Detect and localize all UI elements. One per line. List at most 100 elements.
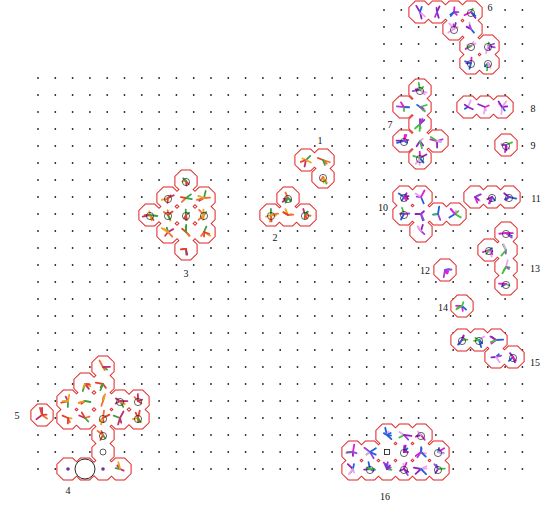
grid-dot — [72, 213, 74, 215]
glyph-stroke — [101, 401, 103, 406]
grid-dot — [452, 196, 454, 198]
grid-dot — [54, 162, 56, 164]
glyph-stroke — [387, 465, 390, 469]
glyph-stroke — [204, 191, 206, 198]
grid-dot — [383, 43, 385, 45]
grid-dot — [279, 128, 281, 130]
grid-dot — [227, 264, 229, 266]
grid-dot — [435, 332, 437, 334]
grid-dot — [331, 94, 333, 96]
grid-dot — [331, 332, 333, 334]
grid-dot — [193, 281, 195, 283]
grid-dot — [210, 77, 212, 79]
grid-dot — [487, 162, 489, 164]
grid-dot — [435, 417, 437, 419]
grid-dot — [37, 349, 39, 351]
grid-dot — [504, 162, 506, 164]
grid-dot — [418, 400, 420, 402]
grid-dot — [504, 128, 506, 130]
grid-dot — [245, 298, 247, 300]
glyph-stroke — [438, 452, 444, 453]
grid-dot — [435, 230, 437, 232]
grid-dot — [89, 315, 91, 317]
grid-dot — [54, 315, 56, 317]
grid-dot — [176, 128, 178, 130]
glyph-stroke — [462, 336, 463, 340]
grid-dot — [435, 94, 437, 96]
grid-dot — [349, 349, 351, 351]
grid-dot — [331, 383, 333, 385]
grid-dot — [245, 315, 247, 317]
grid-dot — [210, 315, 212, 317]
grid-dot — [349, 315, 351, 317]
grid-dot — [383, 9, 385, 11]
grid-dot — [366, 400, 368, 402]
grid-dot — [210, 298, 212, 300]
glyph-stroke — [114, 416, 120, 418]
grid-dot — [297, 468, 299, 470]
grid-dot — [522, 247, 524, 249]
grid-dot — [383, 383, 385, 385]
grid-dot — [193, 400, 195, 402]
grid-dot — [279, 315, 281, 317]
grid-dot — [141, 128, 143, 130]
grid-dot — [210, 349, 212, 351]
grid-dot — [522, 94, 524, 96]
grid-dot — [400, 298, 402, 300]
glyph-stroke — [469, 23, 471, 29]
grid-dot — [383, 162, 385, 164]
grid-dot — [72, 230, 74, 232]
grid-dot — [400, 417, 402, 419]
grid-dot — [331, 451, 333, 453]
grid-dot — [366, 434, 368, 436]
glyph-ring — [450, 26, 457, 33]
grid-dot — [210, 247, 212, 249]
grid-dot — [106, 94, 108, 96]
grid-dot — [297, 179, 299, 181]
grid-dot — [245, 162, 247, 164]
grid-dot — [193, 298, 195, 300]
grid-dot — [487, 468, 489, 470]
grid-dot — [210, 417, 212, 419]
grid-dot — [279, 468, 281, 470]
grid-dot — [418, 383, 420, 385]
region-outline — [490, 95, 513, 118]
grid-dot — [176, 451, 178, 453]
glyph-stroke — [483, 107, 486, 114]
grid-dot — [89, 145, 91, 147]
glyph-stroke — [486, 46, 488, 53]
glyph-stroke — [499, 102, 502, 107]
grid-dot — [418, 349, 420, 351]
grid-dot — [37, 264, 39, 266]
grid-dot — [89, 332, 91, 334]
grid-dot — [331, 264, 333, 266]
glyph-stroke — [420, 119, 422, 124]
grid-dot — [141, 315, 143, 317]
glyph-stroke — [346, 451, 353, 454]
region — [433, 258, 456, 281]
grid-dot — [314, 366, 316, 368]
glyph-stroke — [204, 232, 210, 236]
glyph-ring — [400, 211, 407, 218]
grid-dot — [141, 281, 143, 283]
grid-dot — [487, 213, 489, 215]
grid-dot — [297, 383, 299, 385]
grid-dot — [262, 417, 264, 419]
grid-dot — [176, 264, 178, 266]
grid-dot — [522, 434, 524, 436]
grid-dot — [349, 213, 351, 215]
grid-dot — [383, 315, 385, 317]
grid-dot — [227, 128, 229, 130]
grid-dot — [227, 315, 229, 317]
grid-dot — [141, 162, 143, 164]
grid-dot — [400, 77, 402, 79]
grid-dot — [193, 94, 195, 96]
grid-dot — [504, 366, 506, 368]
grid-dot — [210, 179, 212, 181]
grid-dot — [522, 162, 524, 164]
grid-dot — [331, 468, 333, 470]
region-fill — [31, 404, 52, 425]
grid-dot — [522, 26, 524, 28]
glyph-ring — [319, 174, 326, 181]
grid-dot — [504, 417, 506, 419]
